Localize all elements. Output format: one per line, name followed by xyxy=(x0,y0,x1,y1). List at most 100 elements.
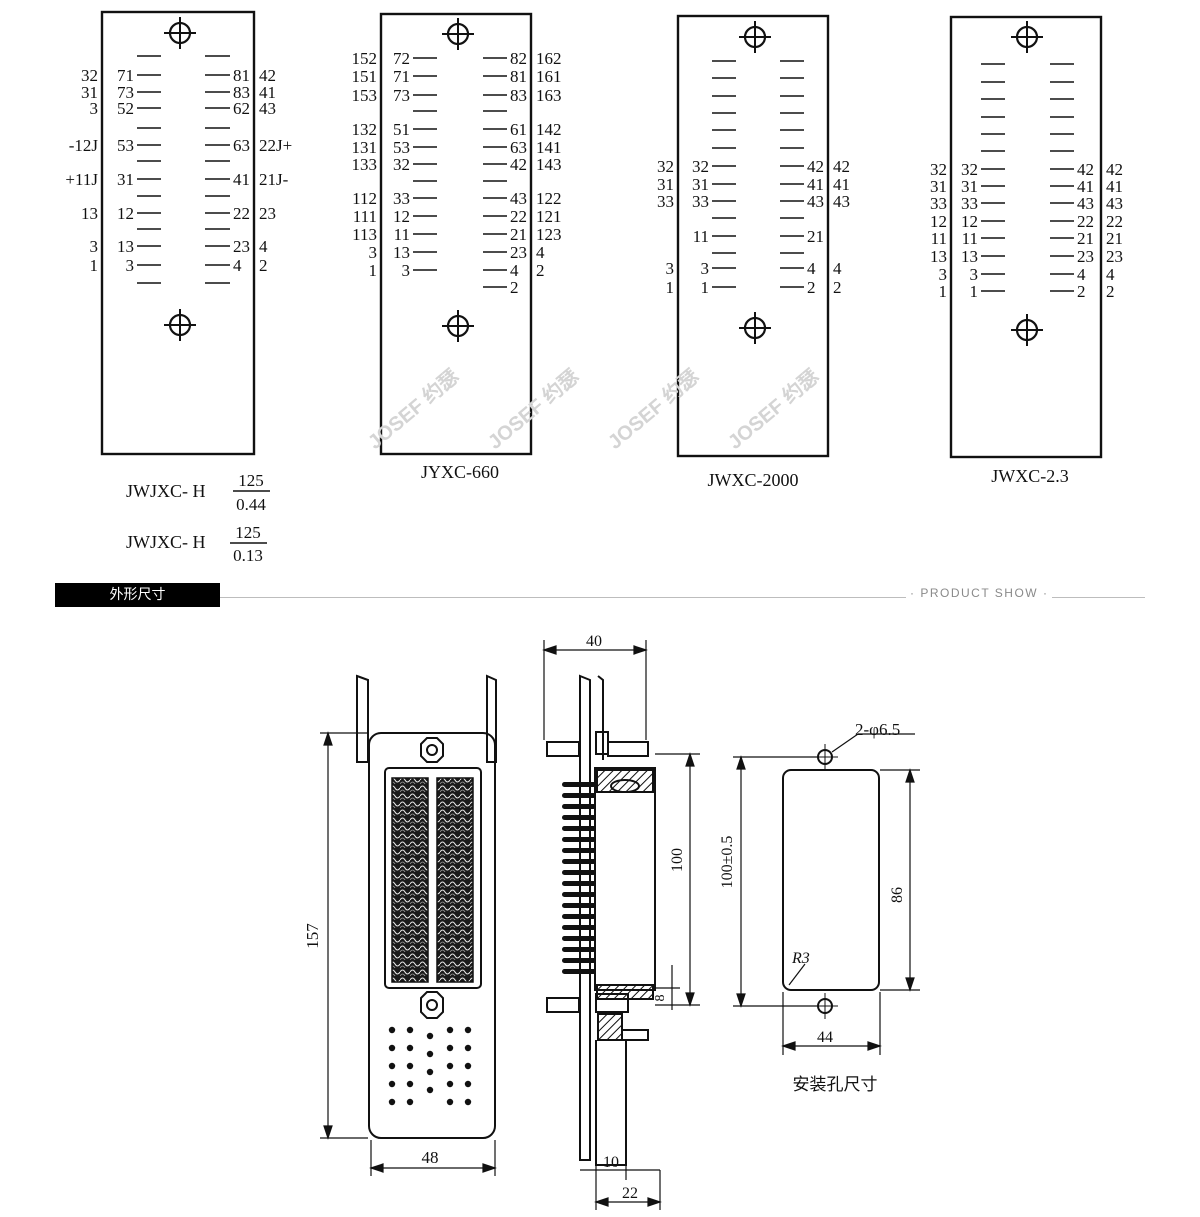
model-label-jwjxc-h-044: JWJXC- H 125 0.44 xyxy=(126,471,270,514)
cooling-fin xyxy=(562,958,596,963)
side-view-fins xyxy=(562,782,596,974)
terminal-outer-left: 3 xyxy=(369,243,378,262)
terminal-outer-left: 112 xyxy=(352,189,377,208)
terminal-hole xyxy=(464,1062,472,1070)
dimension-mount-pitch: 100±0.5 xyxy=(719,755,818,1008)
mount-hole-label: 2-φ6.5 xyxy=(855,720,900,739)
dimension-label: 100 xyxy=(669,848,686,872)
terminal-inner-left: 73 xyxy=(117,83,134,102)
terminal-outer-right: 123 xyxy=(536,225,562,244)
terminal-hole xyxy=(464,1026,472,1034)
terminal-inner-right: 42 xyxy=(510,155,527,174)
model-label-jwxc-2.3: JWXC-2.3 xyxy=(991,466,1069,486)
terminal-outer-left: 1 xyxy=(369,261,378,280)
terminal-inner-left: 73 xyxy=(393,86,410,105)
terminal-outer-left: 31 xyxy=(81,83,98,102)
terminal-outer-right: 2 xyxy=(536,261,545,280)
terminal-hole xyxy=(406,1098,414,1106)
terminal-inner-right: 2 xyxy=(1077,282,1086,301)
cooling-fin xyxy=(562,892,596,897)
dimension-label: 8 xyxy=(653,995,668,1002)
front-view xyxy=(356,674,497,1139)
terminal-inner-right: 41 xyxy=(1077,177,1094,196)
terminal-outer-left: 3 xyxy=(939,265,948,284)
terminal-inner-left: 1 xyxy=(701,278,710,297)
cooling-fin xyxy=(562,947,596,952)
model-numerator: 125 xyxy=(235,523,261,542)
terminal-inner-right: 41 xyxy=(233,170,250,189)
terminal-inner-right: 21 xyxy=(510,225,527,244)
terminal-outer-left: 131 xyxy=(352,138,378,157)
terminal-hole xyxy=(388,1080,396,1088)
terminal-outer-left: 1 xyxy=(90,256,99,275)
terminal-inner-left: 33 xyxy=(393,189,410,208)
terminal-outer-left: 31 xyxy=(657,175,674,194)
terminal-inner-right: 23 xyxy=(1077,247,1094,266)
terminal-outer-right: 41 xyxy=(259,83,276,102)
dimension-label: 86 xyxy=(889,887,906,903)
terminal-inner-left: 13 xyxy=(961,247,978,266)
cooling-fin xyxy=(562,826,596,831)
terminal-outer-right: 23 xyxy=(1106,247,1123,266)
terminal-outer-left: 113 xyxy=(352,225,377,244)
terminal-inner-right: 81 xyxy=(510,67,527,86)
terminal-inner-right: 4 xyxy=(510,261,519,280)
terminal-inner-right: 4 xyxy=(1077,265,1086,284)
terminal-outer-right: 43 xyxy=(259,99,276,118)
terminal-inner-left: 11 xyxy=(394,225,410,244)
watermark-text: JOSEF 约瑟 xyxy=(723,364,824,454)
terminal-outer-right: 2 xyxy=(1106,282,1115,301)
terminal-outer-left: 12 xyxy=(930,212,947,231)
terminal-outer-left: 33 xyxy=(930,194,947,213)
terminal-row: 113 11 21 123 xyxy=(352,225,561,244)
watermark-text: JOSEF 约瑟 xyxy=(363,364,464,454)
cooling-fin xyxy=(562,914,596,919)
terminal-outer-right: 2 xyxy=(833,278,842,297)
cooling-fin xyxy=(562,848,596,853)
terminal-inner-left: 32 xyxy=(393,155,410,174)
terminal-outer-right: 43 xyxy=(1106,194,1123,213)
terminal-inner-right: 4 xyxy=(807,259,816,278)
terminal-outer-left: 151 xyxy=(352,67,378,86)
terminal-hole xyxy=(446,1080,454,1088)
cooling-fin xyxy=(562,936,596,941)
terminal-outer-left: 3 xyxy=(90,99,99,118)
dimension-front-width: 48 xyxy=(369,1140,497,1176)
terminal-inner-right: 43 xyxy=(510,189,527,208)
terminal-inner-right: 83 xyxy=(233,83,250,102)
dimension-label: 100±0.5 xyxy=(719,836,736,889)
terminal-hole xyxy=(406,1080,414,1088)
terminal-inner-right: 62 xyxy=(233,99,250,118)
terminal-outer-left: 1 xyxy=(666,278,675,297)
terminal-outer-right: 163 xyxy=(536,86,562,105)
terminal-outer-right: 121 xyxy=(536,207,562,226)
section-divider xyxy=(220,597,1145,598)
terminal-outer-right: 4 xyxy=(259,237,268,256)
model-numerator: 125 xyxy=(238,471,264,490)
terminal-outer-right: 2 xyxy=(259,256,268,275)
terminal-hole xyxy=(426,1068,434,1076)
terminal-inner-right: 2 xyxy=(510,278,519,297)
model-denominator: 0.44 xyxy=(236,495,266,514)
model-label-jwjxc-h-013: JWJXC- H 125 0.13 xyxy=(126,523,267,565)
terminal-outer-left: 111 xyxy=(353,207,377,226)
dimension-label: 157 xyxy=(303,923,322,949)
terminal-hole xyxy=(426,1086,434,1094)
terminal-inner-left: 53 xyxy=(393,138,410,157)
watermark: JOSEF 约瑟 JOSEF 约瑟 JOSEF 约瑟 JOSEF 约瑟 xyxy=(363,364,824,454)
terminal-outer-left: 32 xyxy=(81,66,98,85)
terminal-inner-left: 33 xyxy=(961,194,978,213)
terminal-inner-right: 61 xyxy=(510,120,527,139)
